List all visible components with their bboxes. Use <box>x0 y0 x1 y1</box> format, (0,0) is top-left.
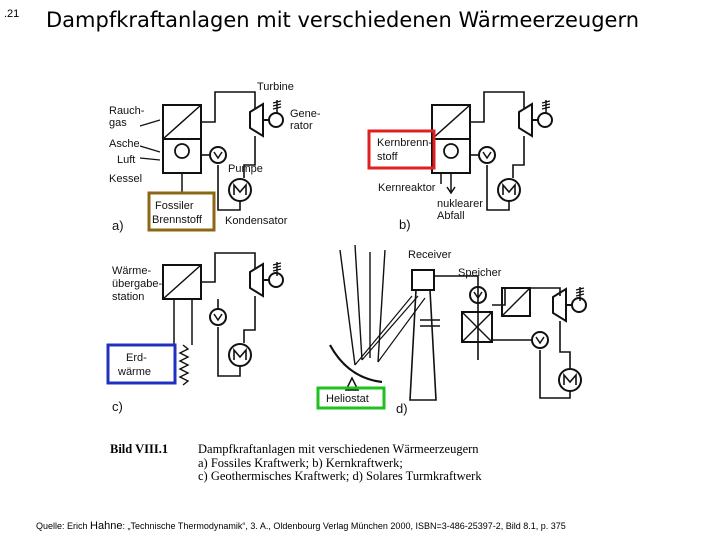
condenser-icon-a <box>228 178 252 202</box>
pump-icon-d <box>531 331 549 349</box>
pump-icon-c <box>209 308 227 326</box>
geothermal-text: Erd- wärme <box>117 352 151 378</box>
kondensator-label-a: Kondensator <box>225 215 288 227</box>
nuclear-fuel-highlight <box>367 129 436 170</box>
pumpe-label-a: Pumpe <box>228 163 263 175</box>
panel-c-labels: Wärme- übergabe- station c) <box>112 265 162 414</box>
panel-a <box>139 91 284 211</box>
panel-a-labels: Turbine Rauch- gas Asche Luft Kessel Gen… <box>109 81 321 233</box>
fossil-fuel-line-1: Fossiler <box>155 200 194 212</box>
panel-c <box>162 252 284 386</box>
fossil-fuel-line-2: Brennstoff <box>152 214 203 226</box>
slide-number: .21 <box>4 8 20 20</box>
source-citation: Quelle: Erich Hahne: „Technische Thermod… <box>36 520 566 532</box>
generator-label-a: Gene- <box>290 108 321 120</box>
panel-d-labels: Receiver Speicher d) <box>396 249 502 416</box>
geothermal-line-1: Erd- <box>126 352 147 364</box>
source-rest: : „Technische Thermodynamik“, 3. A., Old… <box>122 521 566 531</box>
caption-item-1: a) Fossiles Kraftwerk; b) Kernkraftwerk; <box>198 455 403 470</box>
geothermal-line-2: wärme <box>117 366 151 378</box>
caption-item-2: c) Geothermisches Kraftwerk; d) Solares … <box>198 469 482 483</box>
nuklearer-label-b: nuklearer <box>437 198 483 210</box>
kernreaktor-label-b: Kernreaktor <box>378 182 436 194</box>
heliostat-label: Heliostat <box>326 393 369 405</box>
caption-label: Bild VIII.1 <box>110 442 169 456</box>
page-title: Dampfkraftanlagen mit verschiedenen Wärm… <box>46 8 640 32</box>
nuclear-fuel-line-1: Kernbrenn- <box>377 137 432 149</box>
panel-a-tag: a) <box>112 218 124 233</box>
fossil-fuel-text: Fossiler Brennstoff <box>152 200 203 226</box>
uebergabe-label-c: übergabe- <box>112 278 162 290</box>
panel-c-tag: c) <box>112 399 123 414</box>
speicher-label-d: Speicher <box>458 267 502 279</box>
pump-icon-b <box>478 146 496 164</box>
geothermal-highlight <box>106 343 177 385</box>
waerme-label-c: Wärme- <box>112 265 151 277</box>
panel-b-tag: b) <box>399 217 411 232</box>
figure-caption: Bild VIII.1 Dampfkraftanlagen mit verschi… <box>110 442 482 484</box>
abfall-label-b: Abfall <box>437 210 465 222</box>
source-author: Hahne <box>90 520 123 532</box>
rauchgas-label-a: Rauch- <box>109 105 145 117</box>
panel-d-tag: d) <box>396 401 408 416</box>
turbine-label-a: Turbine <box>257 81 294 93</box>
receiver-box-d <box>411 269 435 291</box>
source-prefix: Quelle: Erich <box>36 521 91 531</box>
station-label-c: station <box>112 291 144 303</box>
condenser-icon-b <box>497 178 521 202</box>
pump-icon-a <box>209 146 227 164</box>
heliostat-highlight <box>316 386 386 410</box>
fossil-fuel-highlight <box>147 191 216 232</box>
power-plant-diagram: Turbine Rauch- gas Asche Luft Kessel Gen… <box>106 81 587 416</box>
condenser-icon-c <box>228 343 252 367</box>
storage-box-d <box>461 311 493 343</box>
luft-label-a: Luft <box>117 154 135 166</box>
condenser-icon-d <box>558 368 582 392</box>
panel-b <box>431 91 553 211</box>
caption-heading: Dampfkraftanlagen mit verschiedenen Wärm… <box>198 442 479 456</box>
panel-d <box>329 244 587 401</box>
asche-label-a: Asche <box>109 138 140 150</box>
kessel-label-a: Kessel <box>109 173 142 185</box>
receiver-label-d: Receiver <box>408 249 452 261</box>
nuclear-fuel-line-2: stoff <box>377 151 399 163</box>
gas-label-a: gas <box>109 117 127 129</box>
panel-b-labels: Kernbrenn- stoff Kernreaktor nuklearer A… <box>377 137 483 232</box>
rator-label-a: rator <box>290 120 313 132</box>
